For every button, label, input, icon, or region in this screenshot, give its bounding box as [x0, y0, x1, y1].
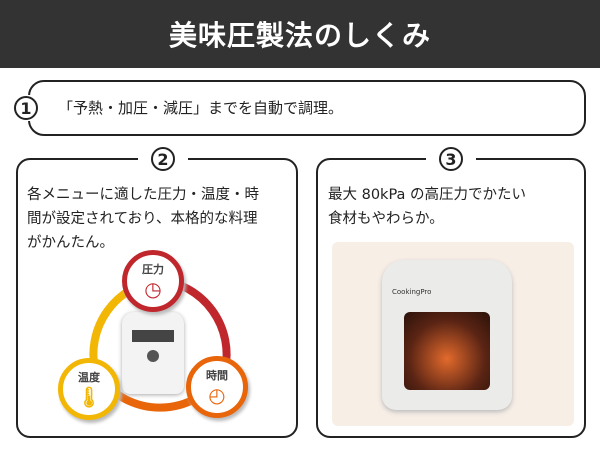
pressure-cooker-image	[122, 312, 184, 394]
step-1-box	[28, 80, 586, 136]
cooker-window-image: CookingPro	[332, 242, 574, 426]
temperature-badge: 温度🌡	[58, 358, 120, 420]
step-1-number: 1	[6, 95, 46, 121]
brand-label: CookingPro	[392, 288, 432, 296]
step-2-text: 各メニューに適した圧力・温度・時間が設定されており、本格的な料理がかんたん。	[27, 187, 259, 251]
step-1-text: 「予熱・加圧・減圧」までを自動で調理。	[58, 99, 344, 117]
clock-icon: ◴	[208, 383, 226, 407]
step-3-text: 最大 80kPa の高圧力でかたい食材もやわらか。	[328, 187, 527, 227]
page-title: 美味圧製法のしくみ	[0, 0, 600, 68]
pressure-clock-icon: ◷	[144, 277, 162, 301]
thermometer-icon: 🌡	[76, 385, 102, 409]
pressure-badge: 圧力◷	[122, 250, 184, 312]
step-3-number: 3	[426, 146, 476, 172]
time-badge: 時間◴	[186, 356, 248, 418]
step-2-number: 2	[138, 146, 188, 172]
